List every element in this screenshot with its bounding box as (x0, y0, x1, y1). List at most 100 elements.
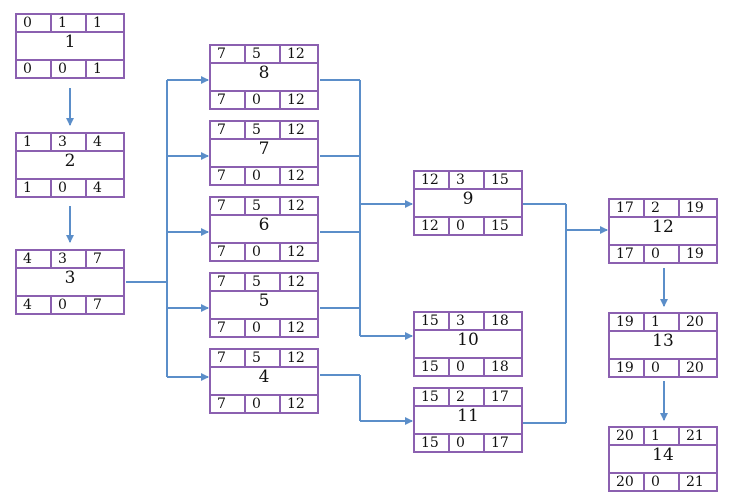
duration: 1 (645, 314, 680, 330)
node-label: 5 (258, 291, 270, 311)
early-finish: 21 (686, 428, 704, 444)
node-label: 2 (64, 151, 76, 171)
early-start: 12 (415, 172, 450, 188)
late-start: 7 (211, 92, 246, 108)
early-finish: 15 (491, 172, 509, 188)
duration: 5 (246, 122, 281, 138)
early-finish: 12 (287, 198, 305, 214)
early-start: 20 (610, 428, 645, 444)
late-start: 17 (610, 246, 645, 262)
early-finish: 1 (93, 15, 102, 31)
slack: 0 (52, 180, 87, 196)
slack: 0 (246, 168, 281, 184)
early-start: 19 (610, 314, 645, 330)
duration: 3 (450, 172, 485, 188)
late-start: 0 (17, 61, 52, 77)
duration: 3 (450, 313, 485, 329)
early-finish: 12 (287, 46, 305, 62)
slack: 0 (246, 320, 281, 336)
early-finish: 20 (686, 314, 704, 330)
node-label: 6 (258, 215, 270, 235)
late-finish: 12 (287, 244, 305, 260)
node-label: 12 (652, 217, 674, 237)
slack: 0 (645, 474, 680, 490)
late-start: 15 (415, 435, 450, 451)
late-finish: 17 (491, 435, 509, 451)
node-label: 9 (462, 189, 474, 209)
duration: 5 (246, 350, 281, 366)
slack: 0 (645, 246, 680, 262)
early-start: 15 (415, 313, 450, 329)
slack: 0 (645, 360, 680, 376)
slack: 0 (450, 359, 485, 375)
node-label: 10 (457, 330, 479, 350)
slack: 0 (450, 218, 485, 234)
slack: 0 (246, 92, 281, 108)
duration: 5 (246, 198, 281, 214)
slack: 0 (246, 244, 281, 260)
early-finish: 12 (287, 122, 305, 138)
node-label: 1 (64, 32, 76, 52)
early-finish: 18 (491, 313, 509, 329)
early-start: 15 (415, 389, 450, 405)
early-finish: 17 (491, 389, 509, 405)
slack: 0 (52, 61, 87, 77)
node-label: 11 (457, 406, 479, 426)
late-finish: 21 (686, 474, 704, 490)
early-finish: 12 (287, 274, 305, 290)
early-finish: 4 (93, 134, 102, 150)
node-label: 8 (258, 63, 270, 83)
early-start: 17 (610, 200, 645, 216)
duration: 5 (246, 274, 281, 290)
early-start: 4 (17, 251, 52, 267)
early-start: 7 (211, 46, 246, 62)
duration: 3 (52, 134, 87, 150)
late-start: 7 (211, 168, 246, 184)
duration: 2 (645, 200, 680, 216)
late-finish: 12 (287, 92, 305, 108)
late-start: 4 (17, 297, 52, 313)
late-finish: 18 (491, 359, 509, 375)
early-finish: 19 (686, 200, 704, 216)
node-label: 14 (652, 445, 674, 465)
node-label: 3 (64, 268, 76, 288)
late-finish: 20 (686, 360, 704, 376)
node-label: 4 (258, 367, 270, 387)
late-start: 7 (211, 244, 246, 260)
late-start: 20 (610, 474, 645, 490)
duration: 3 (52, 251, 87, 267)
late-finish: 19 (686, 246, 704, 262)
slack: 0 (52, 297, 87, 313)
late-finish: 1 (93, 61, 102, 77)
node-label: 13 (652, 331, 674, 351)
early-start: 7 (211, 350, 246, 366)
late-start: 12 (415, 218, 450, 234)
early-start: 7 (211, 122, 246, 138)
duration: 2 (450, 389, 485, 405)
late-start: 7 (211, 396, 246, 412)
duration: 1 (52, 15, 87, 31)
late-finish: 12 (287, 396, 305, 412)
slack: 0 (246, 396, 281, 412)
duration: 5 (246, 46, 281, 62)
late-finish: 4 (93, 180, 102, 196)
late-finish: 15 (491, 218, 509, 234)
slack: 0 (450, 435, 485, 451)
early-finish: 7 (93, 251, 102, 267)
node-label: 7 (258, 139, 270, 159)
early-start: 0 (17, 15, 52, 31)
early-start: 1 (17, 134, 52, 150)
